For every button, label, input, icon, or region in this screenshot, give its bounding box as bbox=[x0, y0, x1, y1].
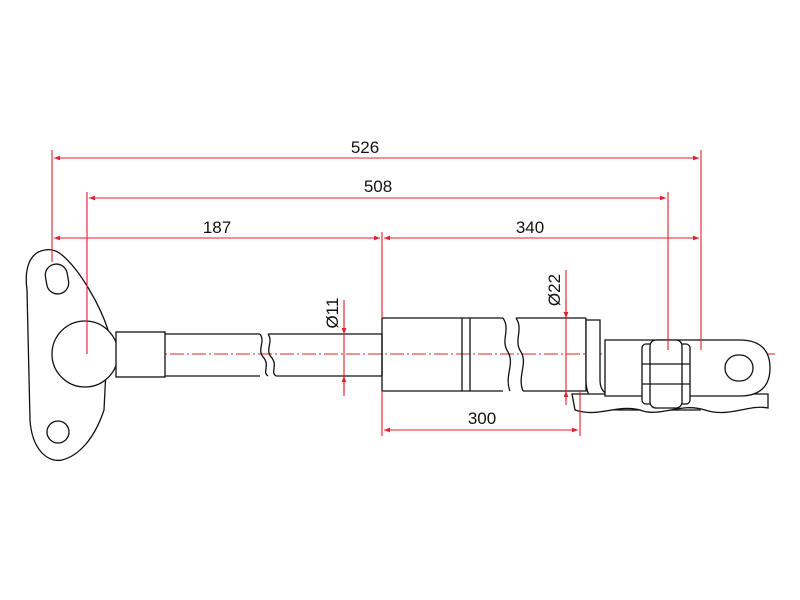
left-mounting-bracket bbox=[25, 249, 119, 462]
dimension-diameter-11: Ø11 bbox=[323, 298, 347, 396]
dimension-340-label: 340 bbox=[516, 218, 544, 237]
dimension-526: 526 bbox=[54, 138, 699, 161]
dimension-300-label: 300 bbox=[468, 409, 496, 428]
dimension-187: 187 bbox=[54, 218, 380, 241]
dimension-526-label: 526 bbox=[351, 138, 379, 157]
end-slot-hole bbox=[724, 354, 754, 382]
mount-hole-bottom bbox=[46, 420, 70, 444]
ball-joint bbox=[51, 320, 119, 388]
right-end-fitting bbox=[571, 319, 771, 414]
dimension-diameter-11-label: Ø11 bbox=[323, 298, 342, 329]
piston-rod bbox=[115, 331, 383, 378]
dimension-300: 300 bbox=[384, 409, 578, 433]
dimension-diameter-22-label: Ø22 bbox=[545, 274, 564, 306]
cylinder-body bbox=[381, 317, 587, 392]
slotted-hole-top bbox=[44, 263, 70, 295]
dimension-187-label: 187 bbox=[203, 218, 231, 237]
dimension-340: 340 bbox=[384, 218, 699, 241]
extension-lines bbox=[51, 150, 702, 436]
dimension-508: 508 bbox=[89, 177, 666, 201]
dimension-508-label: 508 bbox=[364, 177, 392, 196]
dimension-diameter-22: Ø22 bbox=[545, 270, 569, 405]
